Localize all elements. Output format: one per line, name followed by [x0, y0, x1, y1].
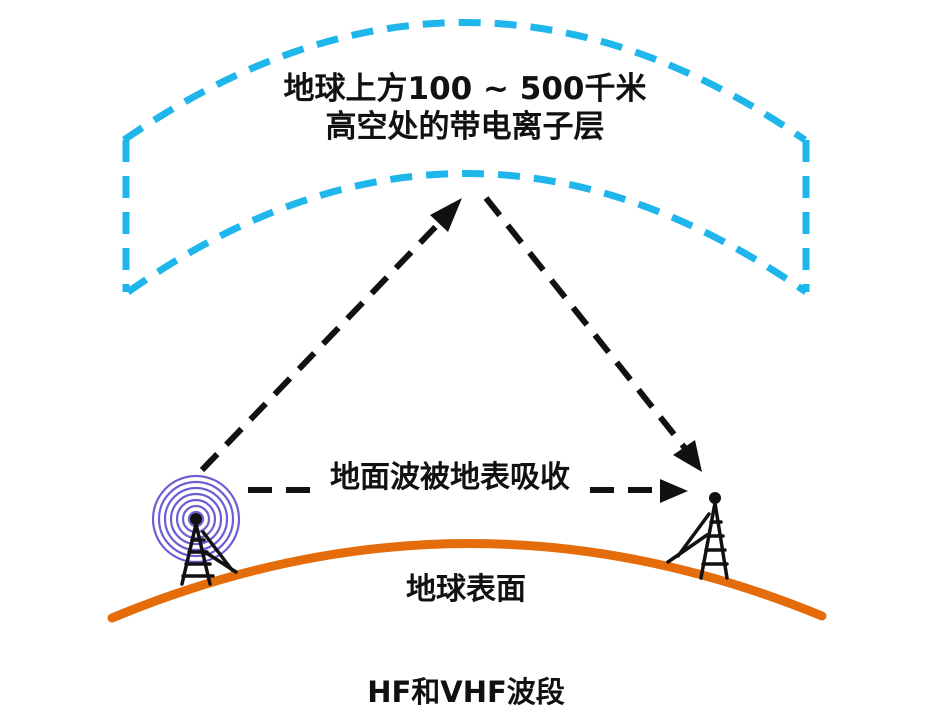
- receiving-tower-icon: [666, 492, 729, 580]
- transmitting-tower-icon: [180, 513, 238, 586]
- sky-wave-down-arrow: [483, 196, 702, 472]
- ionosphere-label: 地球上方100 ~ 500千米 高空处的带电离子层: [283, 71, 647, 147]
- ionosphere-band: [122, 19, 810, 295]
- ionosphere-outer-edge: [122, 19, 807, 143]
- arrowhead: [430, 198, 462, 232]
- diagram-caption: HF和VHF波段: [367, 675, 565, 709]
- earth-surface-curve: [107, 539, 827, 623]
- sky-wave-up-arrow: [199, 198, 462, 473]
- ionosphere-label-line2: 高空处的带电离子层: [325, 108, 605, 145]
- earth-surface-label: 地球表面: [406, 572, 526, 607]
- ionosphere-label-line1: 地球上方100 ~ 500千米: [283, 71, 647, 107]
- arrowhead: [673, 440, 702, 472]
- ionosphere-inner-edge: [125, 170, 808, 295]
- arrowhead: [660, 479, 688, 503]
- ground-wave-label: 地面波被地表吸收: [324, 460, 576, 496]
- radio-waves-icon: [151, 474, 241, 564]
